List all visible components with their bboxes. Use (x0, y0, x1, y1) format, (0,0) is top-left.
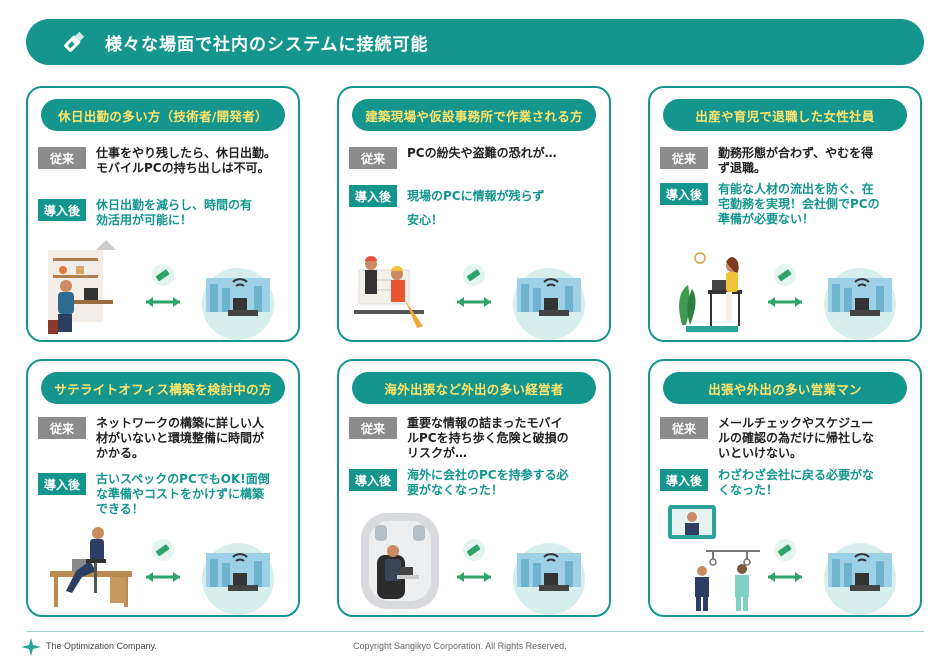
card-sales-rep: 出張や外出の多い営業マン 従来 メールチェックやスケジュールの確認の為だけに帰社… (648, 359, 922, 617)
after-text: わざわざ会社に戻る必要がなくなった！ (718, 468, 875, 497)
usb-key-icon (64, 31, 85, 52)
sales-rep-commute-illustration (668, 505, 896, 615)
after-tag: 導入後 (349, 185, 397, 207)
after-tag: 導入後 (660, 183, 708, 205)
header-banner: 様々な場面で社内のシステムに接続可能 (26, 19, 924, 65)
construction-site-illustration (354, 256, 585, 340)
before-tag: 従来 (349, 417, 397, 439)
after-row: 導入後 海外に会社のPCを持参する必要がなくなった！ (349, 468, 601, 498)
after-tag: 導入後 (38, 199, 86, 221)
before-tag: 従来 (349, 147, 397, 169)
before-text: 重要な情報の詰まったモバイルPCを持ち歩く危険と破損のリスクが… (407, 416, 569, 460)
after-row: 導入後 有能な人材の流出を防ぐ、在宅勤務を実現！会社側でPCの準備が必要ない！ (660, 182, 912, 227)
before-row: 従来 ネットワークの構築に詳しい人材がいないと環境整備に時間がかかる。 (38, 416, 290, 461)
company-logo-icon (21, 638, 41, 656)
before-row: 従来 仕事をやり残したら、休日出勤。モバイルPCの持ち出しは不可。 (38, 146, 290, 176)
before-row: 従来 勤務形態が合わず、やむを得ず退職。 (660, 146, 912, 176)
after-text: 休日出勤を減らし、時間の有効活用が可能に！ (96, 198, 253, 227)
airplane-traveler-illustration (361, 513, 585, 615)
after-tag: 導入後 (660, 469, 708, 491)
after-text: 海外に会社のPCを持参する必要がなくなった！ (407, 468, 569, 497)
satellite-office-illustration (50, 527, 274, 615)
after-text: 古いスペックのPCでもOK!面倒な準備やコストをかけずに構築できる！ (96, 472, 270, 516)
after-text: 有能な人材の流出を防ぐ、在宅勤務を実現！会社側でPCの準備が必要ない！ (718, 182, 880, 226)
before-tag: 従来 (660, 417, 708, 439)
woman-teleworking-illustration (679, 252, 896, 340)
before-row: 従来 メールチェックやスケジュールの確認の為だけに帰社しないといけない。 (660, 416, 912, 461)
footer-divider (26, 631, 924, 632)
card-title: 出張や外出の多い営業マン (663, 372, 907, 404)
before-tag: 従来 (38, 147, 86, 169)
card-title: 休日出勤の多い方（技術者/開発者） (41, 99, 285, 131)
after-row: 導入後 わざわざ会社に戻る必要がなくなった！ (660, 468, 912, 498)
before-text: 仕事をやり残したら、休日出勤。モバイルPCの持ち出しは不可。 (96, 146, 277, 175)
company-tagline: The Optimization Company. (46, 641, 157, 651)
card-title: 建築現場や仮設事務所で作業される方 (352, 99, 596, 131)
after-tag: 導入後 (349, 469, 397, 491)
after-text: 現場のPCに情報が残らず安心！ (407, 189, 545, 227)
before-text: 勤務形態が合わず、やむを得ず退職。 (718, 146, 874, 175)
before-row: 従来 重要な情報の詰まったモバイルPCを持ち歩く危険と破損のリスクが… (349, 416, 601, 461)
card-former-employee: 出産や育児で退職した女性社員 従来 勤務形態が合わず、やむを得ず退職。 導入後 … (648, 86, 922, 342)
copyright-text: Copyright Sangikyo Corporation. All Righ… (353, 641, 567, 651)
card-holiday-worker: 休日出勤の多い方（技術者/開発者） 従来 仕事をやり残したら、休日出勤。モバイル… (26, 86, 300, 342)
after-tag: 導入後 (38, 473, 86, 495)
card-title: サテライトオフィス構築を検討中の方 (41, 372, 285, 404)
before-text: PCの紛失や盗難の恐れが… (407, 146, 557, 160)
before-row: 従来 PCの紛失や盗難の恐れが… (349, 146, 601, 169)
before-text: ネットワークの構築に詳しい人材がいないと環境整備に時間がかかる。 (96, 416, 265, 460)
card-construction-site: 建築現場や仮設事務所で作業される方 従来 PCの紛失や盗難の恐れが… 導入後 現… (337, 86, 611, 342)
card-traveling-executive: 海外出張など外出の多い経営者 従来 重要な情報の詰まったモバイルPCを持ち歩く危… (337, 359, 611, 617)
page-title: 様々な場面で社内のシステムに接続可能 (105, 34, 429, 55)
before-text: メールチェックやスケジュールの確認の為だけに帰社しないといけない。 (718, 416, 875, 460)
home-worker-illustration (48, 240, 274, 340)
card-title: 出産や育児で退職した女性社員 (663, 99, 907, 131)
card-title: 海外出張など外出の多い経営者 (352, 372, 596, 404)
after-row: 導入後 古いスペックのPCでもOK!面倒な準備やコストをかけずに構築できる！ (38, 472, 290, 517)
after-row: 導入後 現場のPCに情報が残らず安心！ (349, 184, 601, 232)
before-tag: 従来 (38, 417, 86, 439)
after-row: 導入後 休日出勤を減らし、時間の有効活用が可能に！ (38, 198, 290, 228)
card-satellite-office: サテライトオフィス構築を検討中の方 従来 ネットワークの構築に詳しい人材がいない… (26, 359, 300, 617)
before-tag: 従来 (660, 147, 708, 169)
